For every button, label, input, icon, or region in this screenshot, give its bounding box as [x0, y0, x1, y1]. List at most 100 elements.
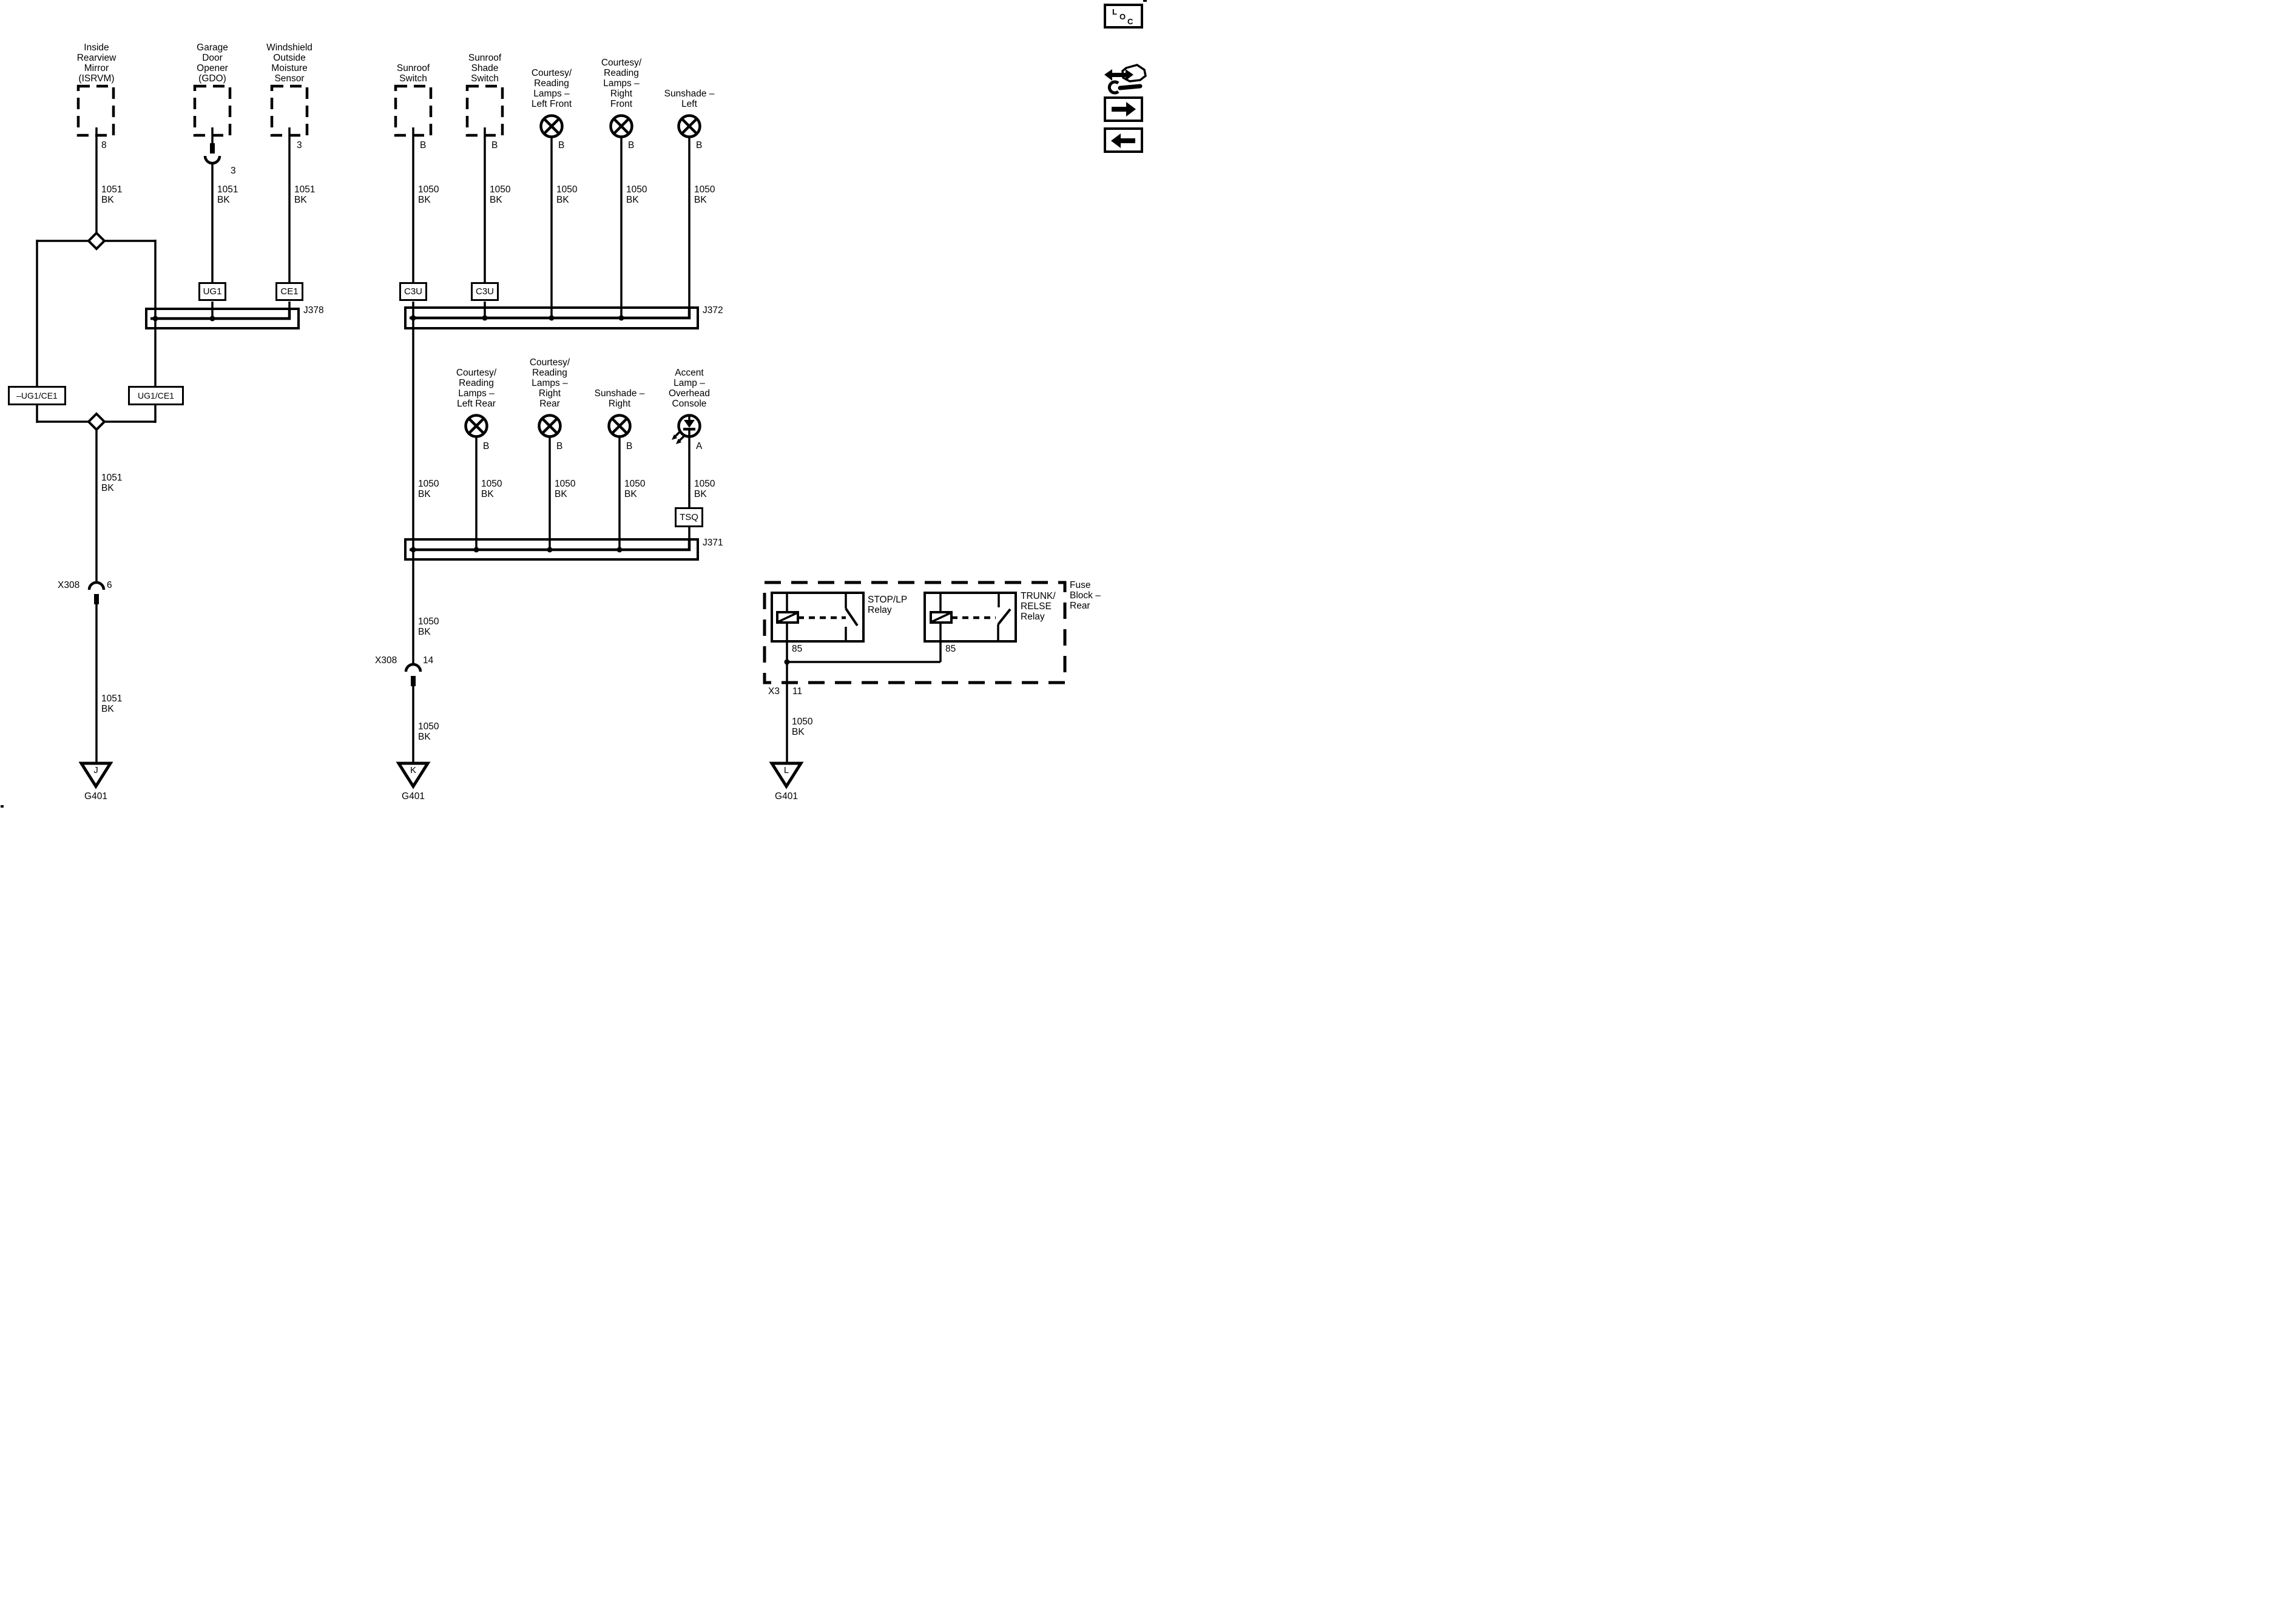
component-label-sunroof-shade-switch: Sunroof Shade Switch: [468, 53, 502, 84]
component-label-sunshade-left: Sunshade – Left: [664, 89, 715, 109]
component-label-moisture-sensor: Windshield Outside Moisture Sensor: [266, 42, 312, 84]
connector-box-ug1: UG1: [198, 282, 226, 301]
pin-label: B: [558, 140, 565, 150]
junction-block-j371: [404, 538, 699, 561]
wiring-diagram-canvas: [1, 0, 1147, 808]
ground-label: G401: [84, 791, 107, 802]
connector-label-x3: X3: [768, 686, 780, 697]
ground-l-icon: [769, 761, 804, 789]
junction-block-j378: [145, 308, 300, 329]
wire-label: 1051 BK: [101, 184, 123, 205]
junction-label-j378: J378: [303, 305, 324, 316]
wire-label: 1050 BK: [694, 184, 715, 205]
ground-id: J: [93, 765, 98, 775]
connector-box-ug1-ce1: UG1/CE1: [128, 386, 184, 405]
fuse-block-rear: [763, 581, 1067, 684]
loc-letter-o: O: [1119, 12, 1126, 21]
pin-label-85: 85: [792, 644, 803, 654]
wire-label: 1050 BK: [418, 721, 439, 742]
ground-label: G401: [775, 791, 798, 802]
lamp-left-rear-icon: [464, 414, 488, 438]
diagnostic-icon[interactable]: [1104, 64, 1147, 95]
loc-button[interactable]: [1104, 4, 1143, 29]
gdo-inline-connector: [203, 143, 221, 165]
corner-artifact: [1, 805, 4, 808]
lamp-symbols: [464, 114, 701, 438]
junction-block-j372: [404, 306, 699, 329]
connector-box-c3u: C3U: [471, 282, 499, 301]
junction-label-j372: J372: [703, 305, 723, 316]
wire-label: 1050 BK: [418, 479, 439, 499]
connector-label-x308: X308: [375, 655, 397, 666]
component-label-lamp-left-rear: Courtesy/ Reading Lamps – Left Rear: [456, 368, 497, 409]
component-label-sunroof-switch: Sunroof Switch: [396, 63, 430, 84]
pin-label: A: [696, 441, 703, 451]
sunroof-switch-box: [394, 84, 433, 137]
relay-label-trunk-relse: TRUNK/ RELSE Relay: [1021, 591, 1056, 622]
ground-label: G401: [402, 791, 425, 802]
back-arrow-button[interactable]: [1104, 127, 1143, 153]
pin-label: B: [696, 140, 703, 150]
pin-label: B: [420, 140, 427, 150]
lamp-right-rear-icon: [538, 414, 562, 438]
wires: [36, 127, 942, 763]
lamp-left-front-icon: [539, 114, 564, 138]
pin-label-85: 85: [945, 644, 956, 654]
forward-arrow-button[interactable]: [1104, 96, 1143, 122]
wire-label: 1050 BK: [792, 717, 813, 737]
ground-symbols: [78, 761, 804, 789]
wire-label: 1050 BK: [418, 184, 439, 205]
connector-box-tsq: TSQ: [675, 507, 703, 527]
pin-label: 6: [107, 580, 112, 590]
component-label-isrvm: Inside Rearview Mirror (ISRVM): [76, 42, 116, 84]
x308-connector-left: [87, 581, 106, 604]
splice-diamonds: [87, 231, 106, 431]
wire-label: 1050 BK: [418, 616, 439, 637]
pin-label: 11: [792, 686, 803, 697]
wire-label: 1050 BK: [626, 184, 647, 205]
moisture-sensor-box: [270, 84, 309, 137]
relay-label-stop-lp: STOP/LP Relay: [868, 595, 908, 615]
splice-dots: [152, 315, 790, 665]
isrvm-box: [76, 84, 115, 137]
junction-label-j371: J371: [703, 538, 723, 548]
pin-label: 3: [297, 140, 302, 150]
component-boxes: [76, 84, 504, 137]
corner-artifact: [1143, 0, 1147, 2]
sunroof-shade-switch-box: [465, 84, 504, 137]
pin-label: B: [556, 441, 563, 451]
wire-label: 1050 BK: [624, 479, 646, 499]
connector-label-x308: X308: [58, 580, 80, 590]
wire-label: 1050 BK: [694, 479, 715, 499]
component-label-lamp-left-front: Courtesy/ Reading Lamps – Left Front: [531, 68, 572, 109]
fuse-block-label: Fuse Block – Rear: [1070, 580, 1101, 611]
pin-label: B: [626, 441, 633, 451]
ground-j-icon: [78, 761, 113, 789]
ground-id: L: [783, 765, 789, 775]
component-label-lamp-right-rear: Courtesy/ Reading Lamps – Right Rear: [529, 357, 570, 409]
wire-label: 1051 BK: [217, 184, 238, 205]
component-label-sunshade-right: Sunshade – Right: [594, 388, 645, 409]
ground-id: K: [410, 765, 417, 775]
loc-letter-c: C: [1127, 17, 1133, 26]
pin-label: 3: [231, 166, 236, 176]
component-label-accent-lamp: Accent Lamp – Overhead Console: [668, 368, 711, 409]
connector-box-c3u: C3U: [399, 282, 427, 301]
sunshade-right-lamp-icon: [607, 414, 632, 438]
lamp-right-front-icon: [609, 114, 633, 138]
pin-label: 8: [101, 140, 107, 150]
pin-label: B: [483, 441, 490, 451]
pin-label: 14: [423, 655, 434, 666]
stop-lp-relay-icon: [771, 592, 865, 643]
x308-connector-mid: [404, 663, 422, 686]
wire-label: 1051 BK: [101, 694, 123, 714]
component-label-lamp-right-front: Courtesy/ Reading Lamps – Right Front: [601, 58, 642, 109]
schematic-page: Inside Rearview Mirror (ISRVM) Garage Do…: [0, 0, 1148, 809]
wire-label: 1051 BK: [101, 473, 123, 493]
wire-label: 1050 BK: [556, 184, 578, 205]
loc-letter-l: L: [1112, 7, 1117, 16]
sunshade-left-lamp-icon: [677, 114, 701, 138]
connector-box-ce1: CE1: [275, 282, 303, 301]
ground-k-icon: [396, 761, 431, 789]
pin-label: B: [628, 140, 635, 150]
